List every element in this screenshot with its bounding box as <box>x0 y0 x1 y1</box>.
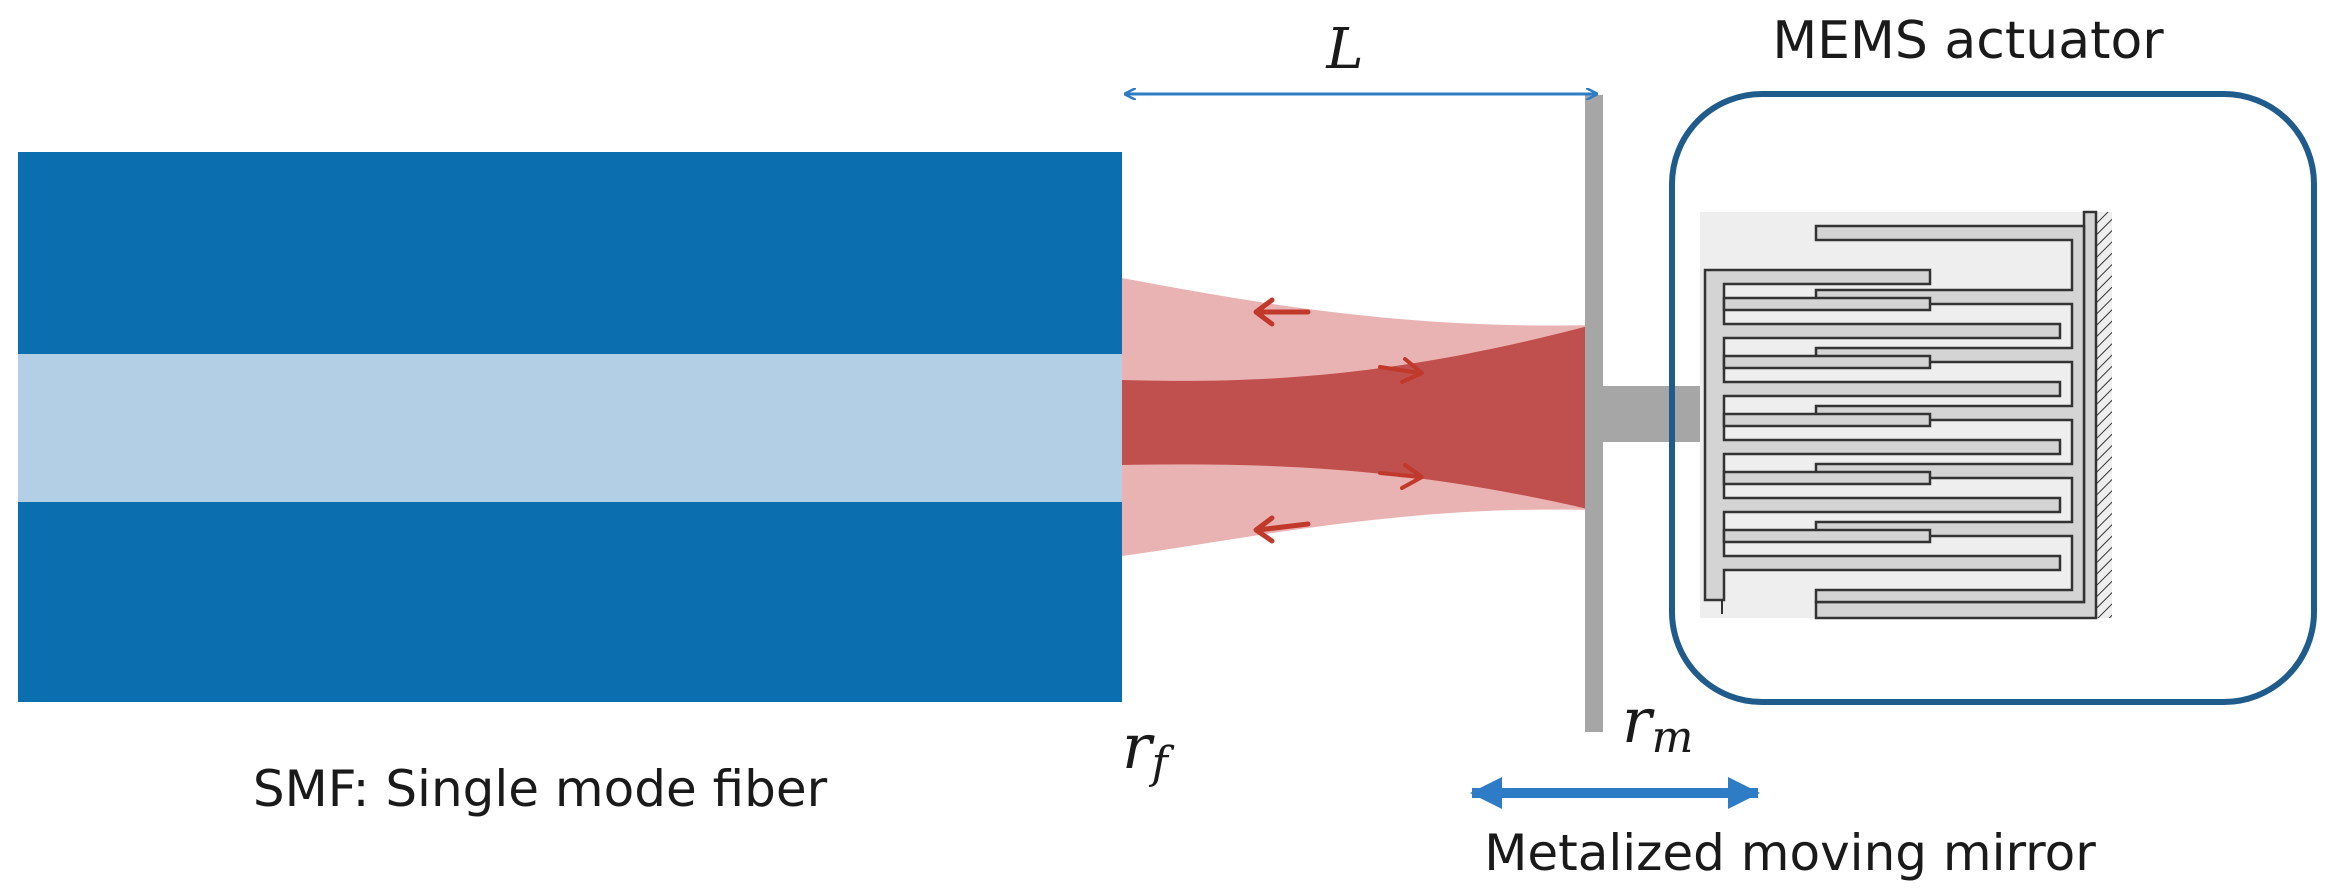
fiber-radius-label: rf <box>1122 710 1175 789</box>
moving-comb <box>1703 268 2062 602</box>
mirror-radius-base: r <box>1622 684 1655 757</box>
light-beam <box>1122 278 1592 556</box>
fiber-label: SMF: Single mode fiber <box>253 760 828 818</box>
mems-actuator <box>1669 91 2317 705</box>
fiber-core <box>18 354 1122 502</box>
beam-arrow-top-right <box>1378 357 1424 384</box>
fiber-radius-sub: f <box>1149 738 1175 789</box>
beam-arrow-bottom-right <box>1378 463 1424 490</box>
beam-arrow-top-left <box>1253 297 1311 327</box>
moving-comb-fingers <box>1722 296 1932 544</box>
mirror-radius-label: rm <box>1622 684 1693 763</box>
fiber-cladding-bottom <box>18 502 1122 702</box>
beam-inner <box>1122 325 1592 510</box>
mirror-label: Metalized moving mirror <box>1484 824 2096 882</box>
actuator-label: MEMS actuator <box>1772 11 2164 71</box>
actuator-frame <box>1669 91 2317 705</box>
length-label: L <box>1325 17 1363 82</box>
beam-arrow-bottom-left <box>1253 515 1311 544</box>
comb-drive <box>1703 210 2112 620</box>
moving-mirror <box>1585 95 1705 732</box>
mirror-plate <box>1585 95 1603 732</box>
mirror-stem <box>1603 386 1705 442</box>
fiber-radius-base: r <box>1122 710 1155 783</box>
fiber <box>18 152 1122 702</box>
mirror-radius-sub: m <box>1652 712 1694 763</box>
fixed-anchor-hatch <box>2096 212 2112 618</box>
fiber-cladding-top <box>18 152 1122 354</box>
